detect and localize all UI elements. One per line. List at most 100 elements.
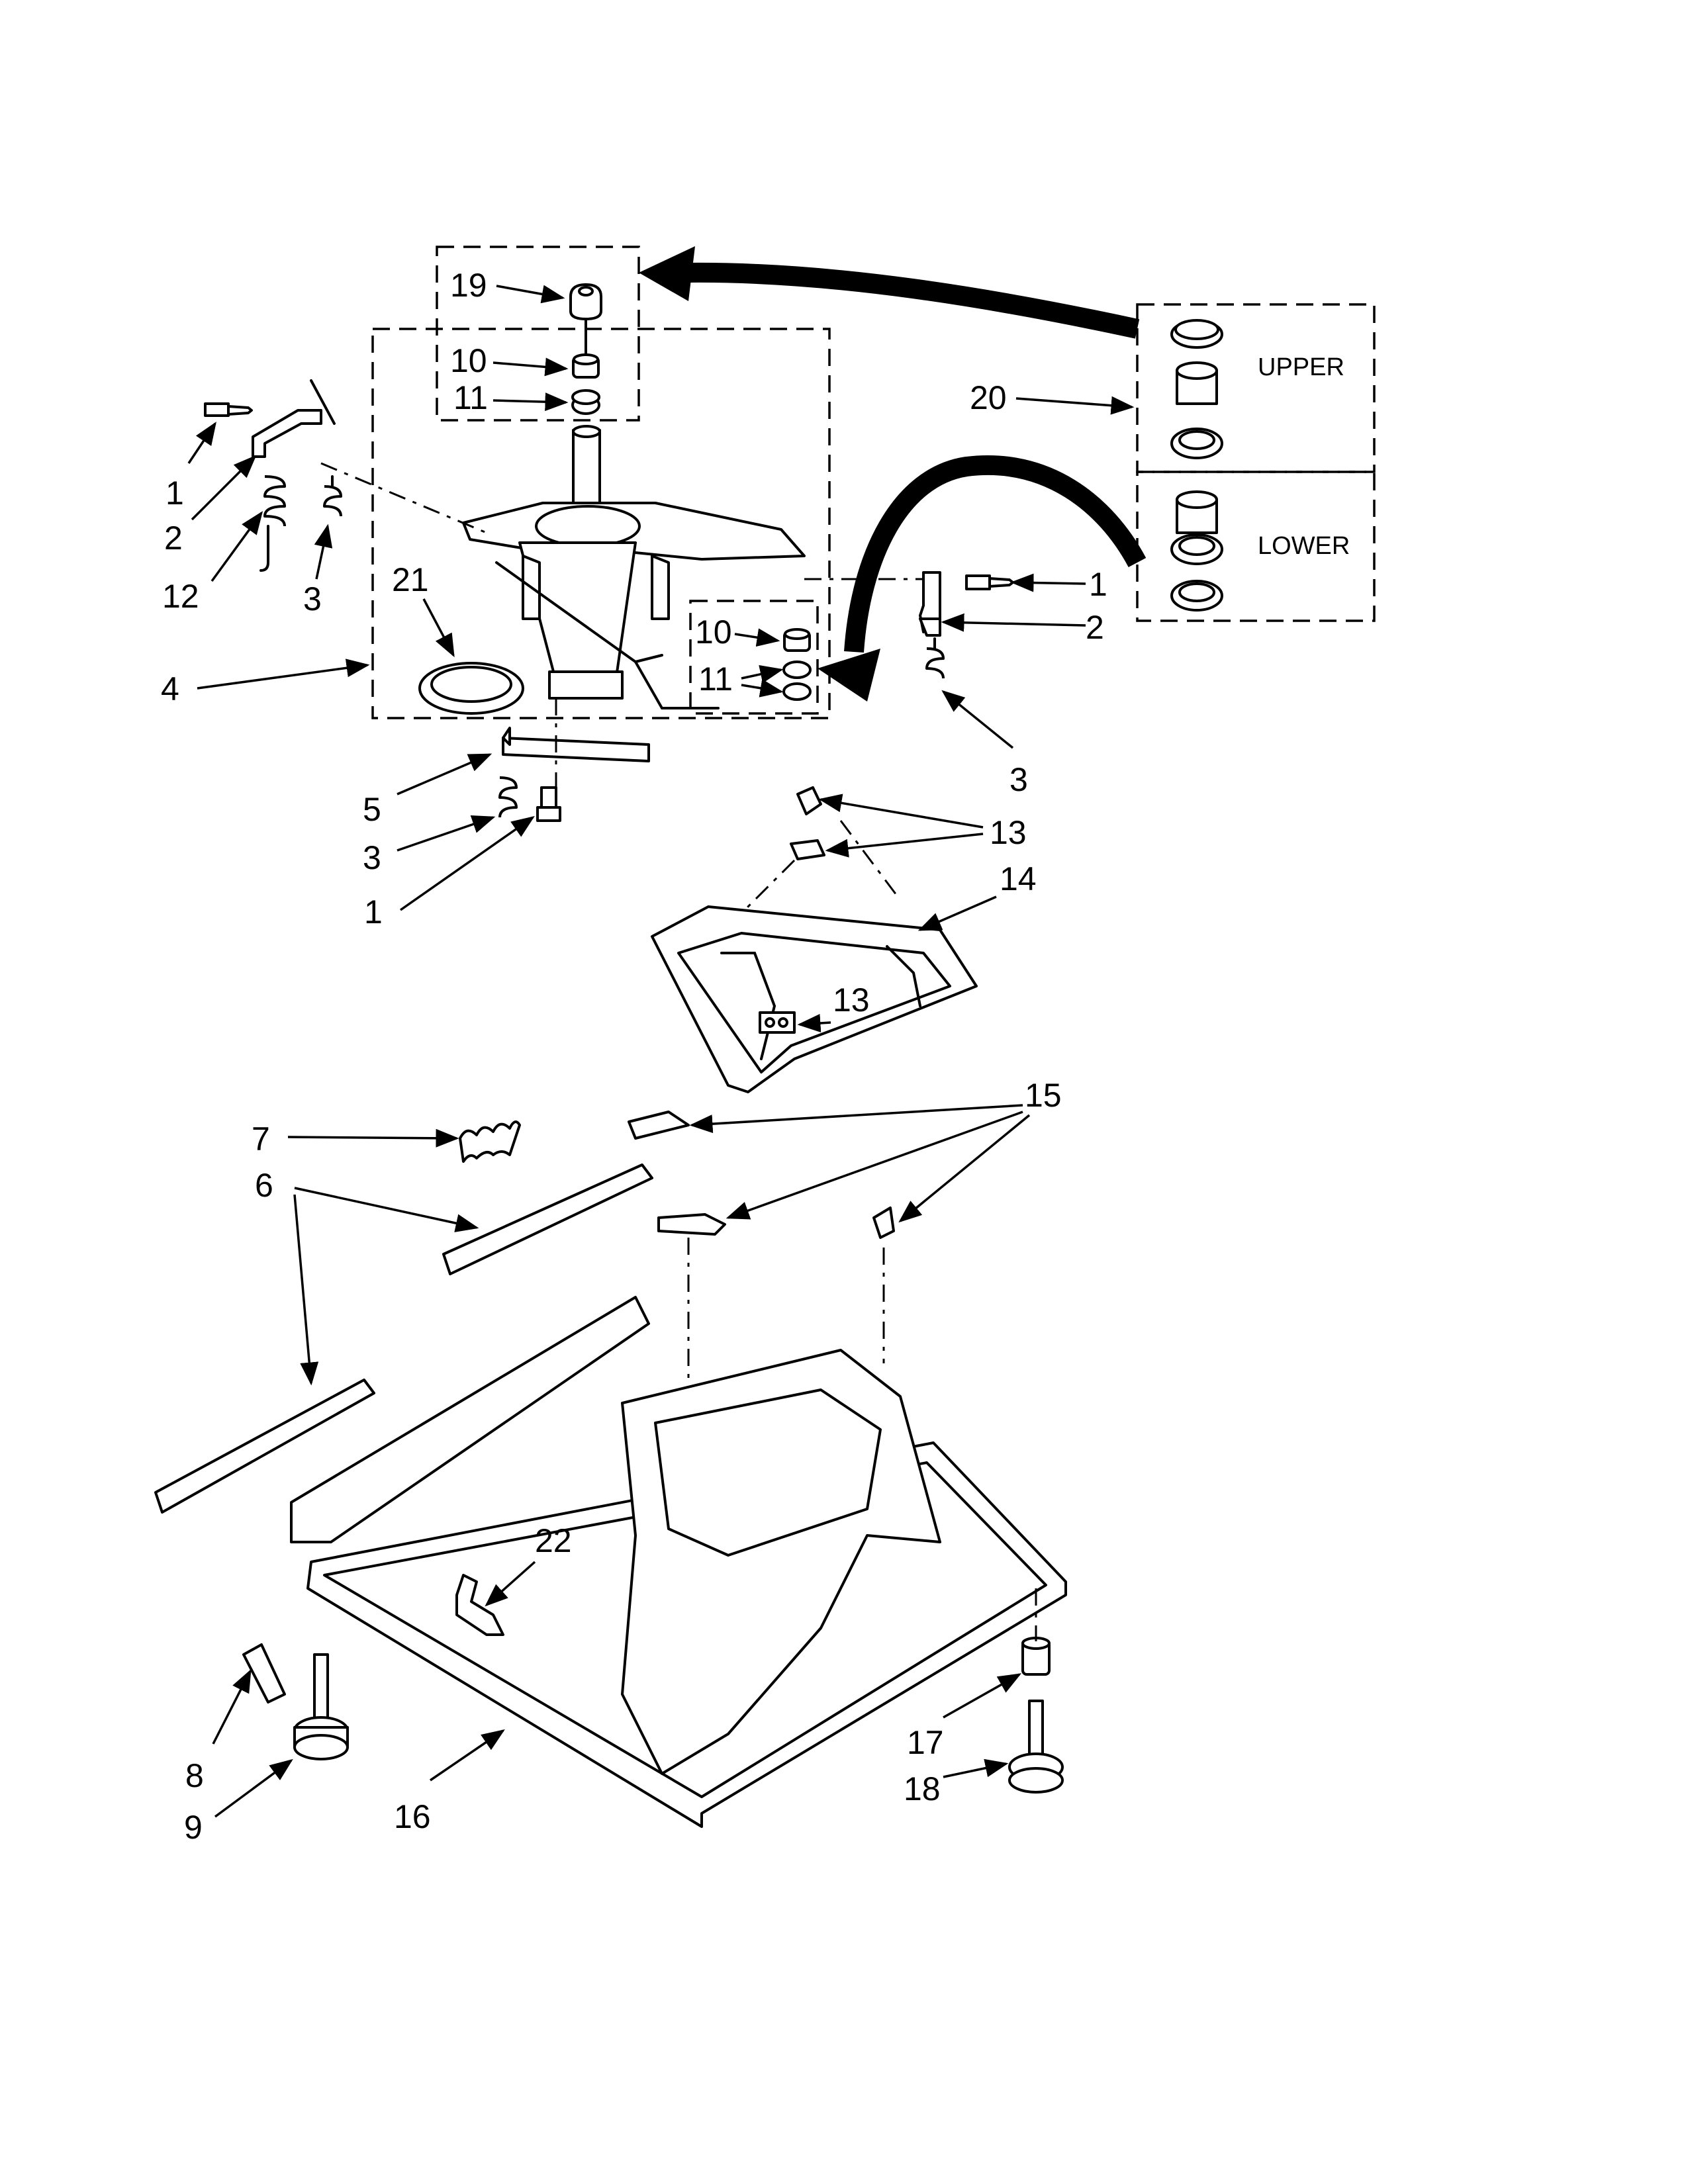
leader-8 <box>212 1668 252 1745</box>
callout-14: 14 <box>1000 860 1037 897</box>
callout-7: 7 <box>252 1120 270 1158</box>
leader-13-b <box>825 833 984 858</box>
bracket-2-left <box>252 409 322 458</box>
callout-10-side: 10 <box>695 614 732 651</box>
spring-3-left <box>323 475 342 517</box>
callout-4: 4 <box>161 670 179 707</box>
callout-6: 6 <box>255 1167 273 1204</box>
leader-22 <box>485 1561 536 1607</box>
spring-12 <box>259 475 286 572</box>
brace-6-lower <box>154 1379 375 1514</box>
pad-15-a <box>628 1111 690 1140</box>
leader-11-top <box>492 392 569 412</box>
bearing-kit-upper-parts <box>1170 319 1223 459</box>
leader-11-side-b <box>741 679 784 698</box>
clip-13-a <box>796 786 822 815</box>
leader-15-a <box>689 1104 1023 1134</box>
group-box-top-bearings <box>436 246 640 422</box>
leader-6-lower <box>293 1194 319 1386</box>
callout-12: 12 <box>162 578 199 615</box>
leader-9 <box>214 1758 293 1818</box>
leader-13-c <box>797 1014 831 1032</box>
leader-4 <box>197 659 370 690</box>
leader-15-b <box>726 1111 1023 1220</box>
bearing-11-top <box>571 389 600 415</box>
top-frame-14 <box>651 905 978 1093</box>
ring-21 <box>418 662 524 715</box>
leader-17 <box>943 1673 1022 1719</box>
nut-17 <box>1021 1637 1051 1676</box>
leader-10-top <box>492 357 569 377</box>
bearing-kit-lower-parts <box>1170 490 1223 612</box>
suspension-spider-4 <box>462 425 806 709</box>
bracket-22 <box>455 1574 504 1636</box>
leader-3-left <box>314 523 333 580</box>
base-frame-16 <box>290 1296 1067 1828</box>
kit-pointer-arrow-lower <box>818 455 1147 702</box>
leader-2-right <box>941 613 1086 632</box>
leader-1-right <box>1010 573 1086 592</box>
callout-3-right: 3 <box>1009 761 1028 798</box>
bolt-1-left <box>204 402 253 417</box>
callout-19: 19 <box>450 267 487 304</box>
bearing-kit-upper-label: UPPER <box>1258 353 1344 381</box>
bearing-10-side <box>783 628 811 652</box>
leader-14 <box>917 895 997 931</box>
spring-3-right <box>925 637 945 679</box>
leader-3-right <box>941 690 1014 749</box>
callout-20: 20 <box>970 379 1007 416</box>
leader-1-bottom <box>399 815 535 911</box>
clip-13-b <box>790 839 825 860</box>
callout-5: 5 <box>363 791 381 828</box>
callout-1-left: 1 <box>165 475 184 512</box>
callout-16: 16 <box>394 1798 431 1835</box>
callout-10-top: 10 <box>450 342 487 379</box>
group-box-bearing-kit-upper <box>1136 303 1376 473</box>
leader-15-c <box>898 1114 1031 1223</box>
leader-19 <box>496 285 565 304</box>
drive-bell-19 <box>569 283 602 320</box>
leader-16 <box>430 1729 505 1782</box>
callout-9: 9 <box>184 1809 203 1846</box>
callout-11-side: 11 <box>698 660 733 698</box>
leveling-leg-18 <box>1008 1700 1064 1794</box>
bearing-kit-lower-label: LOWER <box>1258 532 1350 560</box>
brace-6-upper <box>442 1163 653 1275</box>
spring-3-bottom <box>498 776 518 818</box>
pad-15-b <box>657 1213 726 1236</box>
callout-2-right: 2 <box>1086 609 1104 646</box>
callout-3-left: 3 <box>303 580 322 617</box>
bracket-2-right <box>919 571 941 637</box>
bearing-11-side <box>782 660 812 701</box>
leader-7 <box>287 1128 459 1148</box>
callout-11-top: 11 <box>453 379 488 416</box>
leveling-leg-9 <box>293 1653 349 1760</box>
pad-15-c <box>872 1206 895 1239</box>
callout-13-top: 13 <box>990 814 1027 851</box>
bracket-5 <box>502 727 650 762</box>
callout-8: 8 <box>185 1757 204 1794</box>
leader-21 <box>422 598 455 658</box>
bolt-1-bottom <box>536 786 561 822</box>
leader-20 <box>1015 396 1135 415</box>
callout-21: 21 <box>392 561 429 598</box>
bearing-10-top <box>572 353 600 379</box>
callout-1-right: 1 <box>1089 566 1107 603</box>
leader-10-side <box>734 628 780 647</box>
leader-6-upper <box>294 1187 479 1232</box>
leg-cap-8 <box>242 1643 286 1704</box>
callout-18: 18 <box>904 1770 941 1807</box>
callout-15: 15 <box>1025 1077 1062 1114</box>
clip-13-c <box>759 1011 796 1034</box>
leader-18 <box>943 1758 1009 1778</box>
leader-3-bottom <box>397 815 496 852</box>
spring-7 <box>459 1120 521 1163</box>
callout-22: 22 <box>535 1522 572 1559</box>
leader-1-left <box>187 422 216 464</box>
bolt-1-right <box>965 574 1014 590</box>
leader-5 <box>397 753 492 796</box>
kit-pointer-arrow-upper <box>639 246 1140 339</box>
callout-2-left: 2 <box>164 520 183 557</box>
leader-13-a <box>818 794 984 829</box>
callout-3-bottom: 3 <box>363 839 381 876</box>
